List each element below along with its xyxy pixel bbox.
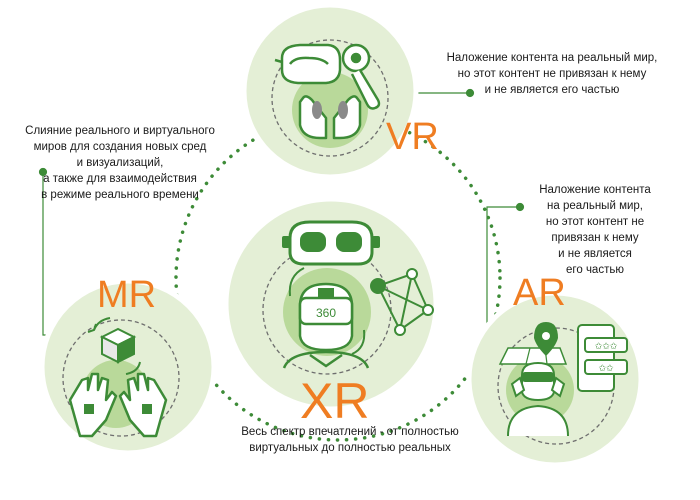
mr-description: Слияние реального и виртуального миров д… — [25, 125, 215, 201]
vr-hands-icon — [298, 95, 362, 140]
xr-vr-glasses-icon — [282, 220, 380, 266]
vr-circle — [241, 2, 419, 180]
xr-person-360-icon: 360 — [282, 282, 370, 369]
xr-description: Весь спектр впечатлений - от полностью в… — [241, 426, 459, 454]
xr-title: XR — [300, 373, 370, 429]
ar-person-icon — [507, 361, 569, 437]
xr-circle: 360 — [223, 196, 439, 412]
vr-title: VR — [386, 116, 439, 158]
vr-headset-icon — [274, 43, 342, 85]
xr-rotate-arrow-icon — [288, 267, 305, 297]
ar-circle: ✩✩✩ ✩✩ — [466, 290, 644, 468]
mr-circle — [39, 278, 217, 456]
xr-network-icon — [370, 268, 434, 336]
mr-cube-icon — [87, 317, 141, 375]
headset-360-label: 360 — [316, 306, 336, 320]
svg-text:✩✩: ✩✩ — [598, 364, 614, 374]
mr-gloves-icon — [68, 372, 168, 438]
ar-phone-reviews-icon: ✩✩✩ ✩✩ — [577, 324, 628, 392]
vr-controller-icon — [341, 43, 381, 110]
ar-map-pin-icon — [498, 322, 568, 365]
ar-title: AR — [513, 272, 566, 314]
mr-title: MR — [97, 274, 157, 316]
ar-description: Наложение контента на реальный мир, но э… — [539, 184, 651, 276]
svg-text:✩✩✩: ✩✩✩ — [595, 342, 618, 352]
vr-description: Наложение контента на реальный мир, но э… — [446, 52, 658, 96]
